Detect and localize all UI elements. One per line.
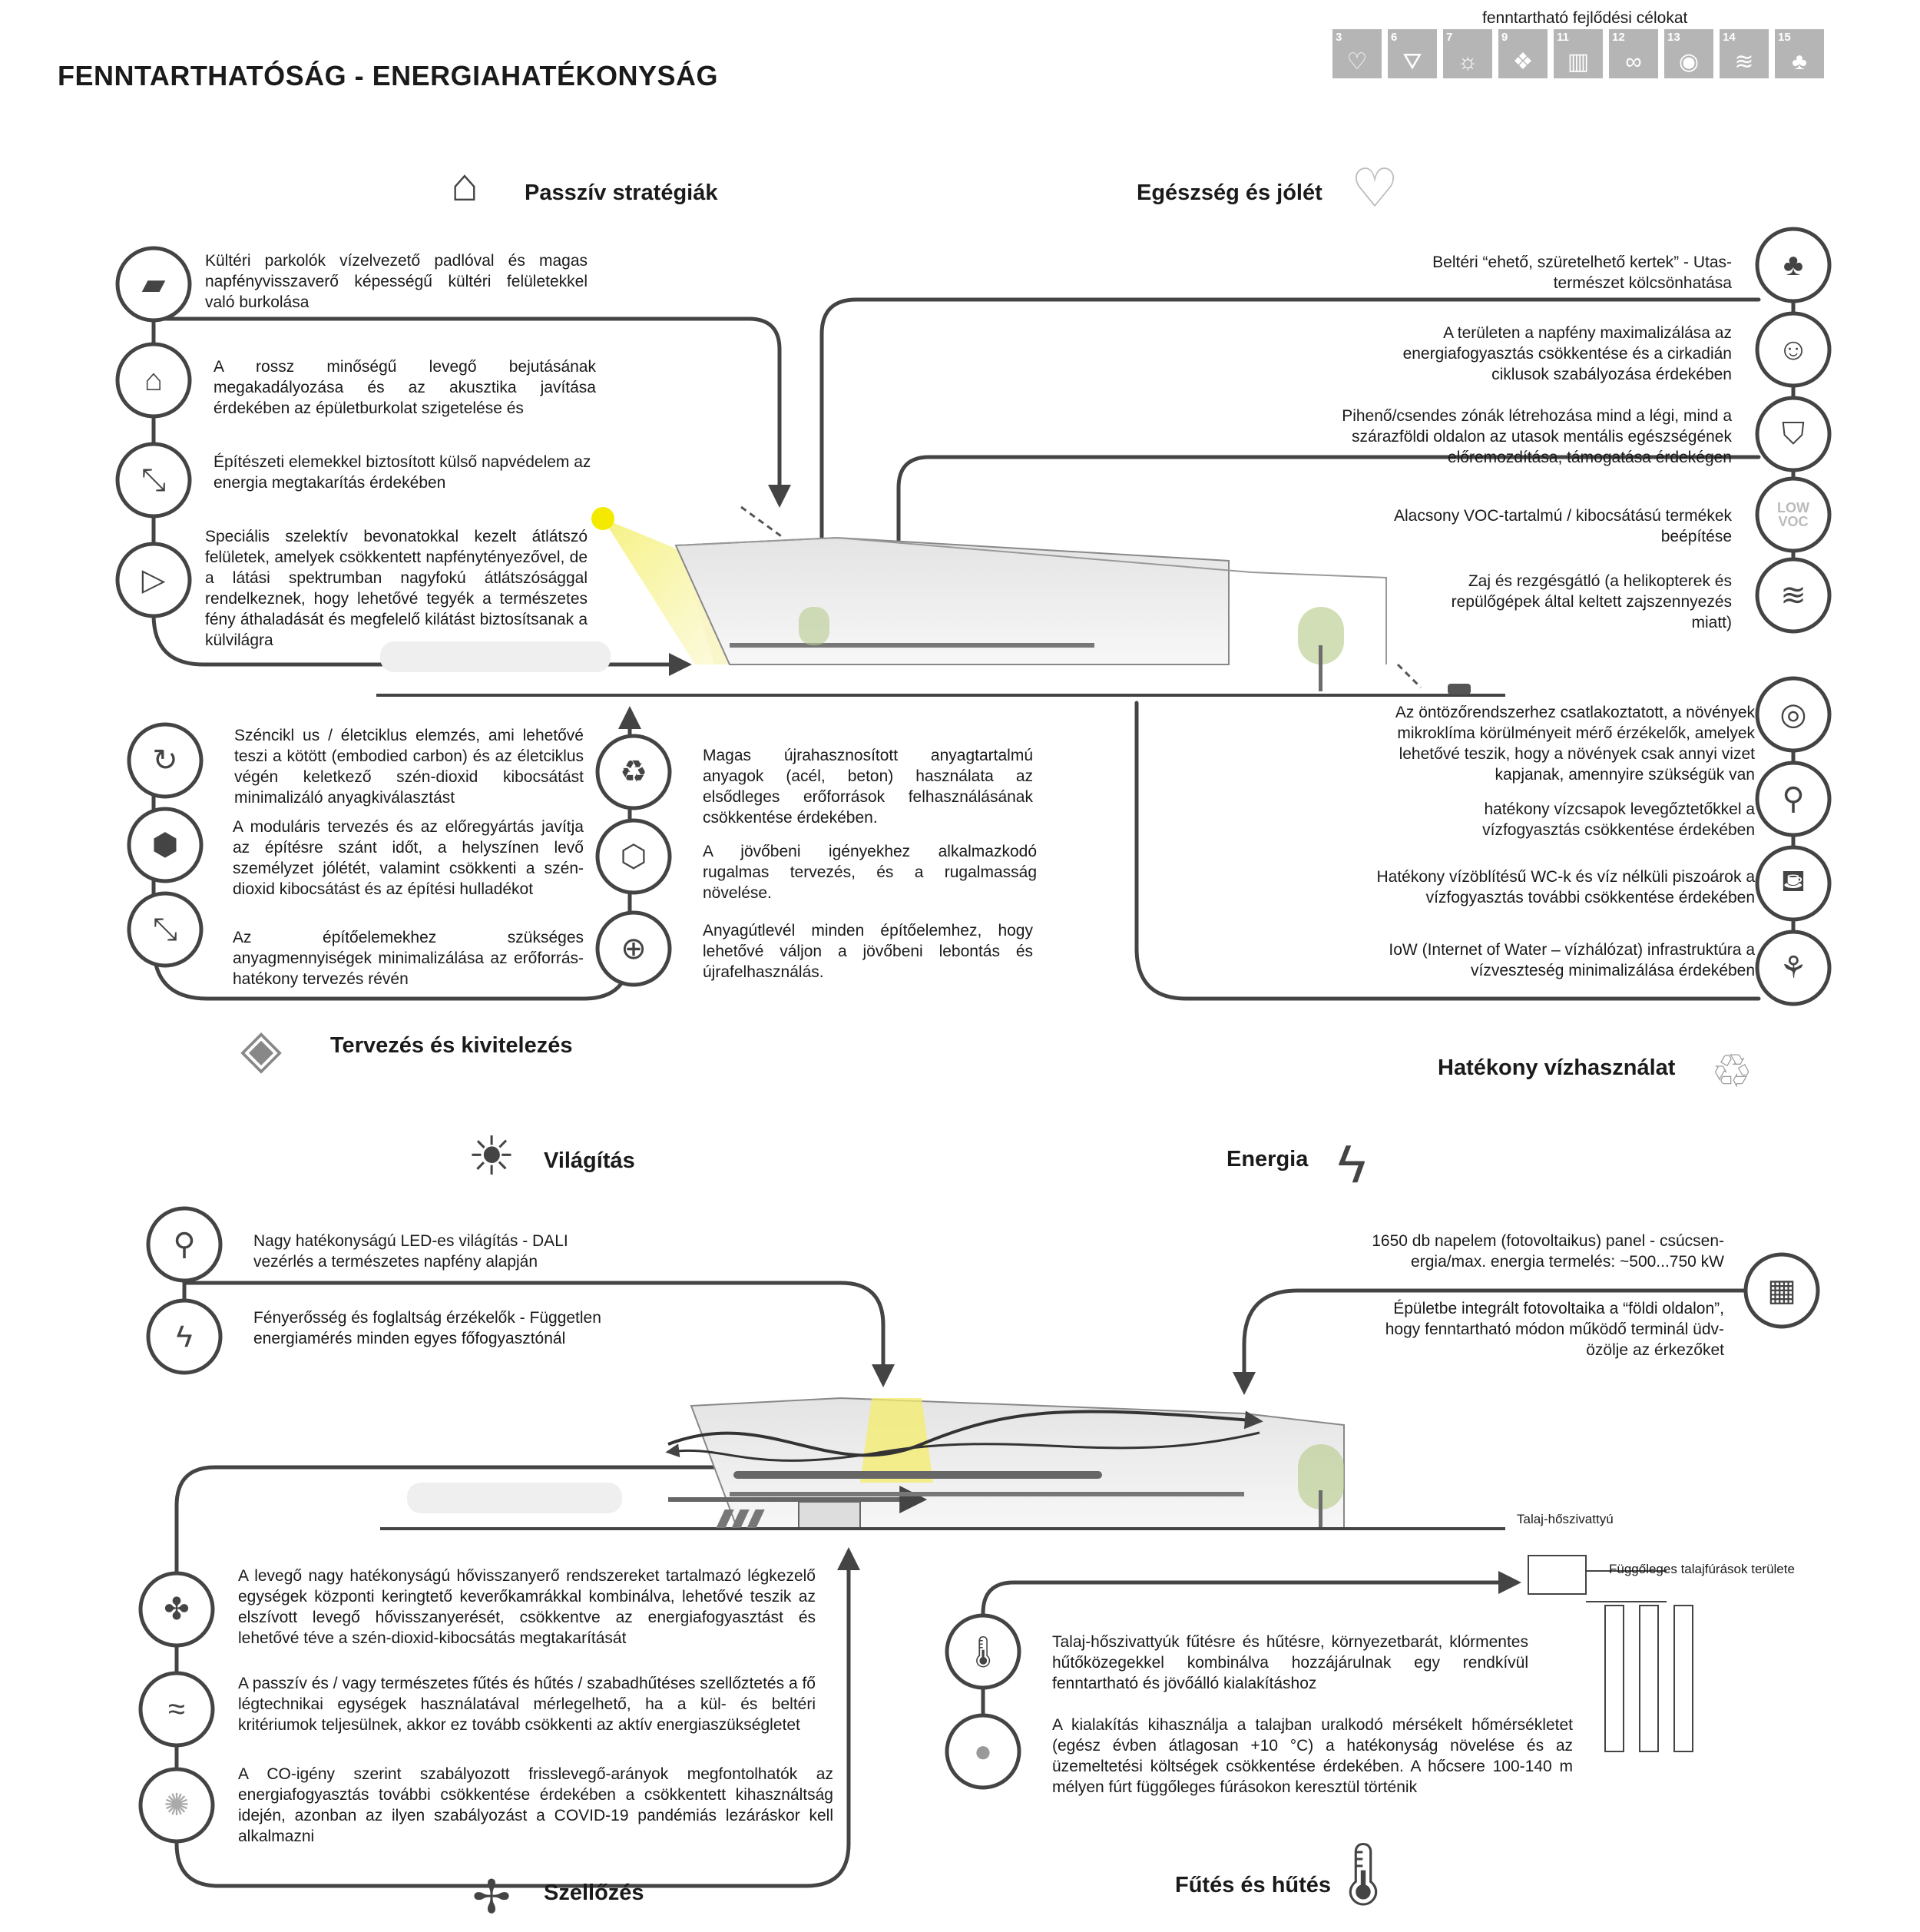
sdg-goal-7-icon: 7☼ xyxy=(1443,29,1492,78)
lightning-icon: ϟ xyxy=(176,1319,193,1354)
sdg-goal-14-icon: 14≋ xyxy=(1720,29,1769,78)
water-tap-icon: ⚲ xyxy=(1782,782,1805,816)
ventilation-return xyxy=(174,1547,860,1888)
passport-icon: ⊕ xyxy=(621,932,647,966)
sdg-goal-15-icon: 15♣ xyxy=(1775,29,1824,78)
health-line-1 xyxy=(810,297,1761,577)
glass-coating-icon: ▷ xyxy=(141,563,166,597)
design-text-5: A jövőbeni igényekhez alkalmazkodó rugal… xyxy=(703,843,1037,902)
house-insulation-icon: ⌂ xyxy=(144,363,164,397)
passive-line-1 xyxy=(163,316,791,508)
passive-text-3: Építészeti elemekkel biztosított külső n… xyxy=(214,453,591,492)
sdg-goal-12-icon: 12∞ xyxy=(1609,29,1658,78)
water-text-2: hatékony vízcsapok levegőztetőkkel a víz… xyxy=(1482,800,1755,839)
sdg-goal-11-icon: 11▥ xyxy=(1554,29,1603,78)
heading-lighting: Világítás xyxy=(544,1148,635,1173)
lighting-text-2: Fényerősség és foglaltság érzékelők - Fü… xyxy=(253,1309,601,1347)
heating-line xyxy=(981,1571,1521,1635)
sdg-goal-6-icon: 6⛛ xyxy=(1388,29,1437,78)
ventilation-text-1: A levegő nagy hatékonyságú hővisszanyerő… xyxy=(238,1567,816,1647)
water-line xyxy=(1134,701,1761,1001)
heading-water: Hatékony vízhasználat xyxy=(1438,1055,1676,1080)
light-bulb-icon: ☀ xyxy=(467,1126,516,1186)
fan-blades-icon: ✤ xyxy=(164,1592,190,1626)
fan-icon: ✢ xyxy=(472,1871,511,1923)
water-text-1: Az öntözőrendszerhez csatlakoztatott, a … xyxy=(1395,704,1755,784)
heading-design: Tervezés és kivitelezés xyxy=(330,1033,573,1058)
energy-text-2: Épületbe integrált fotovoltaika a “földi… xyxy=(1385,1300,1724,1359)
page-title: FENNTARTHATÓSÁG - ENERGIAHATÉKONYSÁG xyxy=(58,60,718,91)
heading-passive: Passzív stratégiák xyxy=(525,181,718,205)
boreholes-label: Függőleges talajfúrások területe xyxy=(1609,1562,1795,1576)
earth-sphere-icon: ● xyxy=(973,1734,993,1768)
paving-icon: ▰ xyxy=(141,267,166,301)
thermometer-icon: 🌡 xyxy=(1324,1840,1402,1908)
sdg-goal-3-icon: 3♡ xyxy=(1332,29,1382,78)
health-text-5: Zaj és rezgésgátló (a helikopterek és re… xyxy=(1451,572,1732,631)
design-text-4: Magas újrahasznosított anyagtartalmú any… xyxy=(703,747,1033,827)
heading-heating: Fűtés és hűtés xyxy=(1175,1873,1332,1897)
design-text-3: Az építőelemekhez szükséges anyagmennyis… xyxy=(233,929,584,988)
design-text-6: Anyagútlevél minden építőelemhez, hogy l… xyxy=(703,922,1033,981)
layers-icon: ◈ xyxy=(240,1019,282,1079)
lighting-text-1: Nagy hatékonyságú LED-es világítás - DAL… xyxy=(253,1232,568,1271)
water-text-3: Hatékony vízöblítésű WC-k és víz nélküli… xyxy=(1376,868,1755,906)
sdg-goal-9-icon: 9❖ xyxy=(1498,29,1548,78)
design-text-1: Széncikl us / életciklus elemzés, ami le… xyxy=(234,727,584,807)
head-sun-icon: ☺ xyxy=(1777,332,1809,366)
ventilation-text-2: A passzív és / vagy természetes fűtés és… xyxy=(238,1675,816,1734)
passive-text-1: Kültéri parkolók vízelvezető padlóval és… xyxy=(205,252,588,311)
lighting-line xyxy=(182,1281,895,1387)
passive-line-4 xyxy=(151,612,692,676)
building-section-top xyxy=(376,505,1505,697)
heating-text-2: A kialakítás kihasználja a talajban ural… xyxy=(1052,1716,1573,1796)
sdg-goal-13-icon: 13◉ xyxy=(1664,29,1713,78)
compress-arrows-icon: ⤡ xyxy=(153,912,177,946)
design-text-2: A moduláris tervezés és az előregyártás … xyxy=(233,818,584,898)
plug-lightning-icon: ϟ xyxy=(1337,1134,1366,1194)
led-bulb-icon: ⚲ xyxy=(173,1228,196,1261)
house-leaf-icon: ⌂ xyxy=(450,158,479,210)
water-drop-cycle-icon: ♲ xyxy=(1711,1046,1753,1097)
energy-line xyxy=(1233,1288,1784,1395)
health-text-2: A területen a napfény maximalizálása az … xyxy=(1402,324,1732,383)
building-section-bottom xyxy=(380,1397,1693,1752)
heart-plus-icon: ♡ xyxy=(1350,158,1399,218)
health-text-4: Alacsony VOC-tartalmú / kibocsátású term… xyxy=(1394,507,1732,545)
toilet-icon: ⛾ xyxy=(1780,864,1806,898)
palm-tree-icon: ♣ xyxy=(1783,247,1804,282)
heading-ventilation: Szellőzés xyxy=(544,1881,644,1905)
heat-pump-label: Talaj-hőszivattyú xyxy=(1517,1512,1614,1526)
ventilation-line xyxy=(174,1465,732,1562)
heading-energy: Energia xyxy=(1226,1147,1309,1171)
health-line-3 xyxy=(887,455,1761,577)
noise-barrier-icon: ≋ xyxy=(1780,578,1806,612)
sdg-label: fenntartható fejlődési célokat xyxy=(1482,9,1688,27)
modular-cubes-icon: ⬢ xyxy=(151,828,179,862)
sun-shading-icon: ⤡ xyxy=(141,462,166,497)
armchair-icon: ⛉ xyxy=(1782,416,1805,451)
heading-health: Egészség és jólét xyxy=(1137,181,1322,205)
health-text-1: Beltéri “ehető, szüretelhető kertek” - U… xyxy=(1432,254,1732,292)
cube-icon: ⬡ xyxy=(620,840,647,873)
recycle-icon: ♻ xyxy=(620,755,647,789)
ventilation-text-3: A CO-igény szerint szabályozott frisslev… xyxy=(238,1765,833,1845)
virus-icon: ✺ xyxy=(164,1788,190,1822)
energy-text-1: 1650 db napelem (fotovoltaikus) panel - … xyxy=(1372,1232,1724,1271)
passive-text-4: Speciális szelektív bevonatokkal kezelt … xyxy=(205,528,588,649)
passive-text-2: A rossz minőségű levegő bejutásának mega… xyxy=(214,358,596,417)
wind-icon: ≈ xyxy=(168,1692,185,1726)
heating-text-1: Talaj-hőszivattyúk fűtésre és hűtésre, k… xyxy=(1052,1633,1528,1692)
recycle-cycle-icon: ↻ xyxy=(152,744,178,777)
sensor-signal-icon: ◎ xyxy=(1779,698,1807,731)
solar-panel-icon: ▦ xyxy=(1767,1274,1796,1307)
water-text-4: IoW (Internet of Water – vízhálózat) inf… xyxy=(1389,941,1755,979)
health-text-3: Pihenő/csendes zónák létrehozása mind a … xyxy=(1342,407,1732,466)
thermometer-small-icon: 🌡 xyxy=(963,1635,1003,1669)
network-tree-icon: ⚘ xyxy=(1779,951,1807,985)
